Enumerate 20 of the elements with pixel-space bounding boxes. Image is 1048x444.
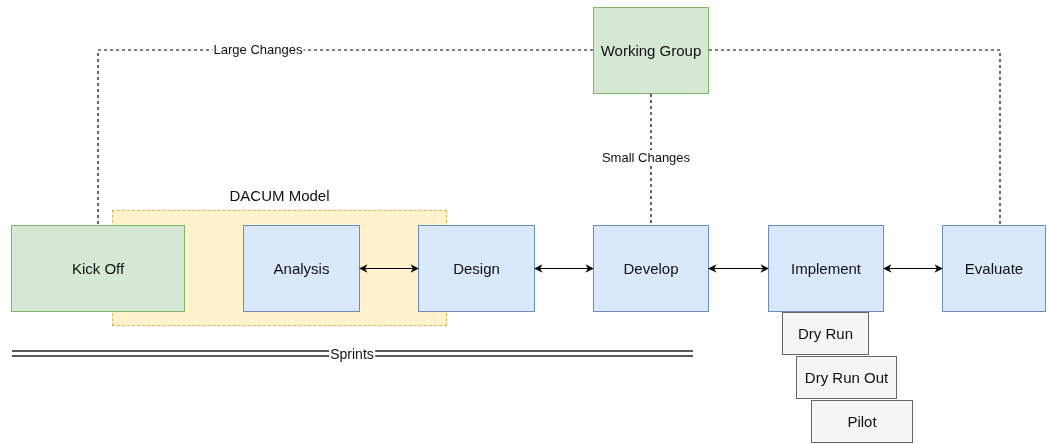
process-box: Design [418, 225, 535, 312]
step-card: Pilot [811, 400, 913, 443]
process-box: Evaluate [942, 225, 1046, 312]
group-box: Working Group [593, 7, 709, 94]
step-card: Dry Run [782, 312, 869, 355]
process-box: Develop [593, 225, 709, 312]
band-heading: DACUM Model [228, 187, 331, 205]
arrow [708, 264, 769, 273]
arrow [883, 264, 943, 273]
arrow [359, 264, 419, 273]
edge-label: Small Changes [600, 150, 692, 166]
arrow [534, 264, 594, 273]
timeline-label: Sprints [329, 346, 375, 362]
connector-line [708, 49, 1001, 226]
process-box: Implement [768, 225, 884, 312]
step-card: Dry Run Out [796, 356, 897, 399]
edge-label: Large Changes [212, 42, 304, 58]
process-box: Analysis [243, 225, 360, 312]
connector-line [650, 93, 652, 226]
start-box: Kick Off [11, 225, 185, 312]
